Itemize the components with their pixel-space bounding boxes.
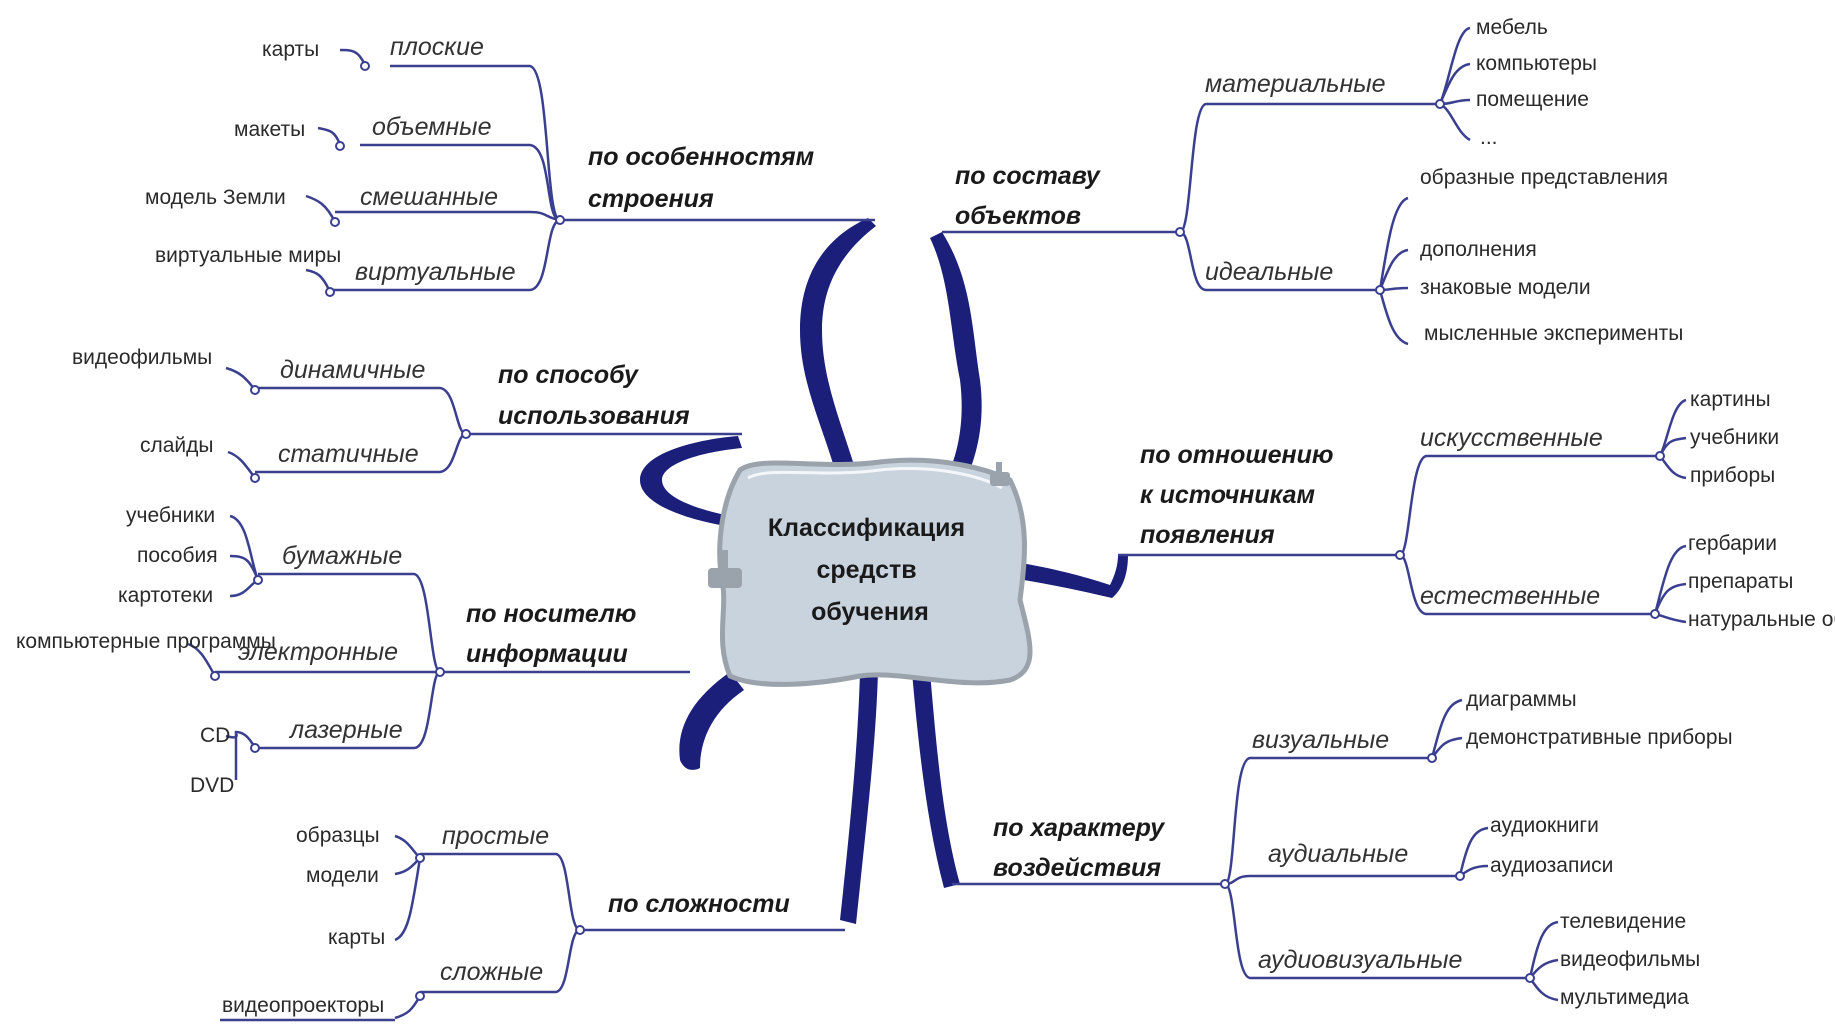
sub-ploskie: плоские xyxy=(390,33,484,61)
leaf-pomeshchenie: помещение xyxy=(1476,88,1589,111)
branch-sostav-line-2: объектов xyxy=(955,202,1081,230)
branch-otnoshenie-line-3: появления xyxy=(1140,521,1275,549)
leaf-audioknigi: аудиокниги xyxy=(1490,814,1599,837)
trunk-otnoshenie xyxy=(998,555,1128,598)
joint-nodes xyxy=(210,61,1665,1001)
leaf-uchebniki-1: учебники xyxy=(126,504,215,527)
leaf-karty-1: карты xyxy=(262,38,319,61)
leaf-dvd: DVD xyxy=(190,774,234,797)
trunk-stroenie xyxy=(800,218,876,470)
leaf-modeli: модели xyxy=(306,864,379,887)
branch-harakter-line-2: воздействия xyxy=(993,854,1161,882)
branch-stroenie-line-1: по особенностям xyxy=(588,143,814,171)
leaf-multimedia: мультимедиа xyxy=(1560,986,1689,1009)
sub-statichnye: статичные xyxy=(278,440,419,468)
sub-labels: плоские объемные смешанные виртуальные д… xyxy=(238,33,1603,986)
leaf-televidenie: телевидение xyxy=(1560,910,1686,933)
leaf-naturalnye-obekty: натуральные объекты xyxy=(1688,608,1835,631)
center-line-2: средств xyxy=(816,556,916,584)
sub-virtualnye: виртуальные xyxy=(355,258,516,286)
branch-sposob-line-1: по способу xyxy=(498,361,639,389)
sub-audialnye: аудиальные xyxy=(1268,840,1408,868)
branch-sostav-line-1: по составу xyxy=(955,162,1101,190)
leaf-znakovye-modeli: знаковые модели xyxy=(1420,276,1591,299)
leaf-karty-2: карты xyxy=(328,926,385,949)
pin-left-decor xyxy=(708,568,742,588)
leaf-demonstrativnye-pribory: демонстративные приборы xyxy=(1466,726,1733,749)
pin-right-decor xyxy=(990,472,1010,486)
leaf-makety: макеты xyxy=(234,118,305,141)
leaf-labels: карты макеты модель Земли виртуальные ми… xyxy=(16,16,1835,1017)
center-line-3: обучения xyxy=(811,598,929,626)
leaf-dopolneniya: дополнения xyxy=(1420,238,1537,261)
sub-elektronnye: электронные xyxy=(238,638,398,666)
leaf-slaidy: слайды xyxy=(140,434,214,457)
leaf-videofilmy-2: видеофильмы xyxy=(1560,948,1700,971)
trunk-harakter xyxy=(912,672,960,888)
leaf-cd: CD xyxy=(200,724,230,747)
leaf-audiozapisi: аудиозаписи xyxy=(1490,854,1613,877)
svg-text:по носителю информации: по носителю информации xyxy=(466,600,643,668)
center-node: Классификация средств обучения xyxy=(708,457,1033,687)
leaf-ellipsis: ... xyxy=(1480,126,1498,149)
branch-otnoshenie-line-2: к источникам xyxy=(1140,481,1315,509)
center-shape xyxy=(717,457,1033,687)
leaf-virtualnye-miry: виртуальные миры xyxy=(155,244,341,267)
sub-estestvennye: естественные xyxy=(1420,582,1600,610)
sub-vizualnye: визуальные xyxy=(1252,726,1389,754)
trunk-sposob xyxy=(640,436,742,526)
svg-text:виртуальные миры: виртуальные миры xyxy=(155,244,341,267)
leaf-kompyutery: компьютеры xyxy=(1476,52,1597,75)
sub-bumazhnye: бумажные xyxy=(282,542,402,570)
sub-materialnye: материальные xyxy=(1205,70,1386,98)
leaf-gerbarii: гербарии xyxy=(1688,532,1777,555)
branch-harakter-line-1: по характеру xyxy=(993,814,1165,842)
leaf-posobiya: пособия xyxy=(137,544,218,567)
trunk-slozhnost xyxy=(840,672,878,924)
sub-smeshannye: смешанные xyxy=(360,183,498,211)
sub-audiovizualnye: аудиовизуальные xyxy=(1258,946,1462,974)
sub-idealnye: идеальные xyxy=(1205,258,1333,286)
branch-labels: по особенностям строения по способу испо… xyxy=(466,143,1340,918)
branch-otnoshenie-line-1: по отношению xyxy=(1140,441,1333,469)
branch-nositel-line-2: информации xyxy=(466,640,628,668)
leaf-model-zemli: модель Земли xyxy=(145,186,286,209)
svg-text:по составу объектов: по составу объектов xyxy=(955,162,1107,230)
trunk-nositel xyxy=(679,672,744,770)
leaf-kartiny: картины xyxy=(1690,388,1771,411)
sub-iskusstvennye: искусственные xyxy=(1420,424,1603,452)
sub-lazernye: лазерные xyxy=(288,716,403,744)
svg-text:по сложности: по сложности xyxy=(608,890,790,918)
center-line-1: Классификация xyxy=(768,514,965,542)
trunk-curves xyxy=(640,218,1128,924)
leaf-diagrammy: диаграммы xyxy=(1466,688,1577,711)
sub-slozhnye: сложные xyxy=(440,958,543,986)
leaf-mebel: мебель xyxy=(1476,16,1548,39)
branch-sposob-line-2: использования xyxy=(498,402,690,430)
leaf-kartoteki: картотеки xyxy=(118,584,213,607)
trunk-sostav xyxy=(930,232,982,475)
sub-dinamichnye: динамичные xyxy=(280,356,425,384)
leaf-preparaty: препараты xyxy=(1688,570,1793,593)
svg-text:по отношению к источника: по отношению к источникам появления xyxy=(1140,441,1340,549)
leaf-pribory: приборы xyxy=(1690,464,1775,487)
branch-nositel-line-1: по носителю xyxy=(466,600,636,628)
svg-text:по особенностям строения: по особенностям строения xyxy=(588,143,821,213)
svg-text:по способу использования: по способу использования xyxy=(498,361,690,430)
leaf-videofilmy-1: видеофильмы xyxy=(72,346,212,369)
sub-obemnye: объемные xyxy=(372,113,491,141)
leaf-myslennye-eksperimenty: мысленные эксперименты xyxy=(1424,322,1683,345)
leaf-uchebniki-2: учебники xyxy=(1690,426,1779,449)
svg-text:по характеру воздействия: по характеру воздействия xyxy=(993,814,1171,882)
leaf-obrazcy: образцы xyxy=(296,824,380,847)
sub-prostye: простые xyxy=(442,822,549,850)
leaf-videoproektory: видеопроекторы xyxy=(222,994,384,1017)
branch-slozhnost-line-1: по сложности xyxy=(608,890,790,918)
branch-stroenie-line-2: строения xyxy=(588,185,714,213)
leaf-kompyuternye-programmy: компьютерные программы xyxy=(16,630,276,653)
leaf-obraznye-predstavleniya: образные представления xyxy=(1420,166,1668,189)
svg-text:Классификация средств: Классификация средств обучения xyxy=(768,514,972,626)
